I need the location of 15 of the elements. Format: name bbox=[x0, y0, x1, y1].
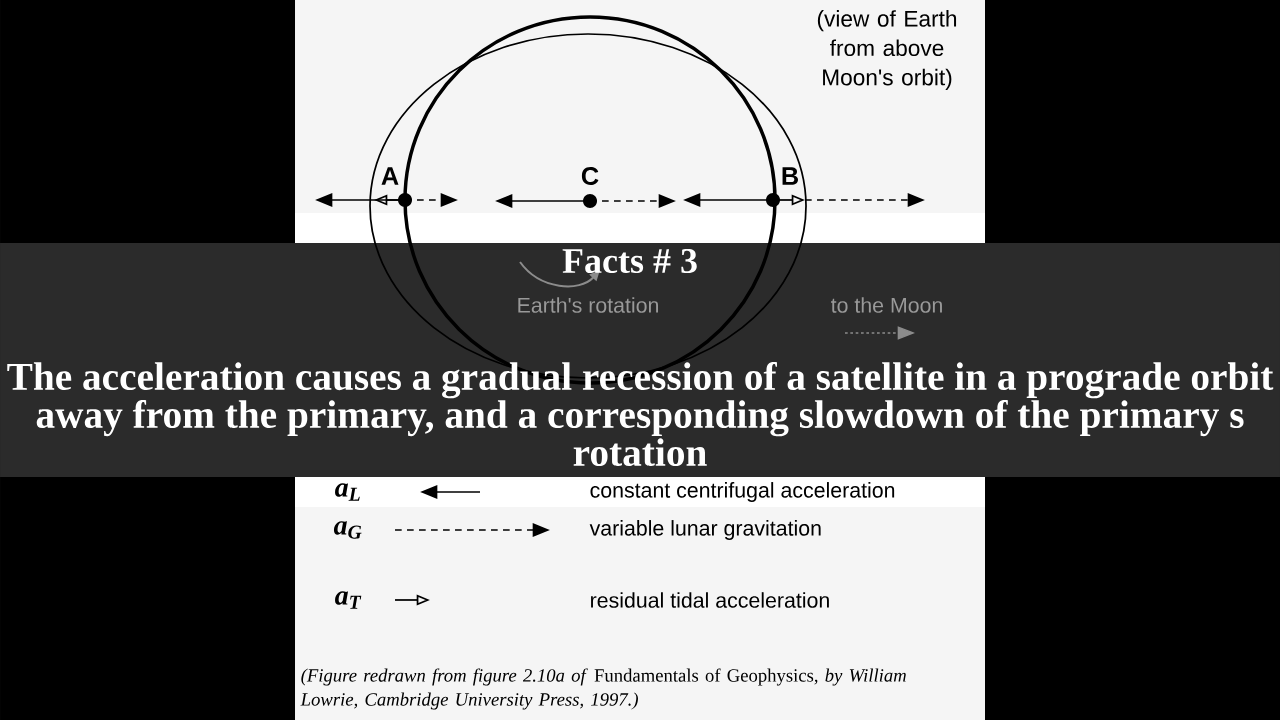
view-note: (view of Earth from above Moon's orbit) bbox=[817, 10, 957, 90]
legend-text: residual tidal acceleration bbox=[591, 592, 829, 608]
symbol: a$_{L}$ bbox=[335, 483, 360, 501]
symbol: a$_{T}$ bbox=[335, 591, 362, 609]
moon-direction-label: to the Moon bbox=[831, 297, 942, 313]
legend-text: variable lunar gravitation bbox=[589, 520, 821, 540]
point-label: C bbox=[581, 167, 599, 185]
source-note: (Figure redrawn from figure 2.10a of Fundamentals of Geophysics, by William Lowrie, Cambridge University Press, 1997.) bbox=[300, 668, 906, 710]
point-label: B bbox=[782, 167, 798, 185]
legend-text: constant centrifugal acceleration bbox=[590, 482, 895, 502]
point-label: A bbox=[381, 167, 399, 185]
title: Facts # 3 bbox=[562, 248, 697, 274]
rotation-label: Earth's rotation bbox=[518, 297, 658, 313]
symbol: a$_{G}$ bbox=[333, 521, 362, 539]
caption: The acceleration causes a gradual recession of a satellite in a prograde orbit away from the primary, and a corresponding slowdown of the primary s rotation bbox=[7, 361, 1274, 467]
